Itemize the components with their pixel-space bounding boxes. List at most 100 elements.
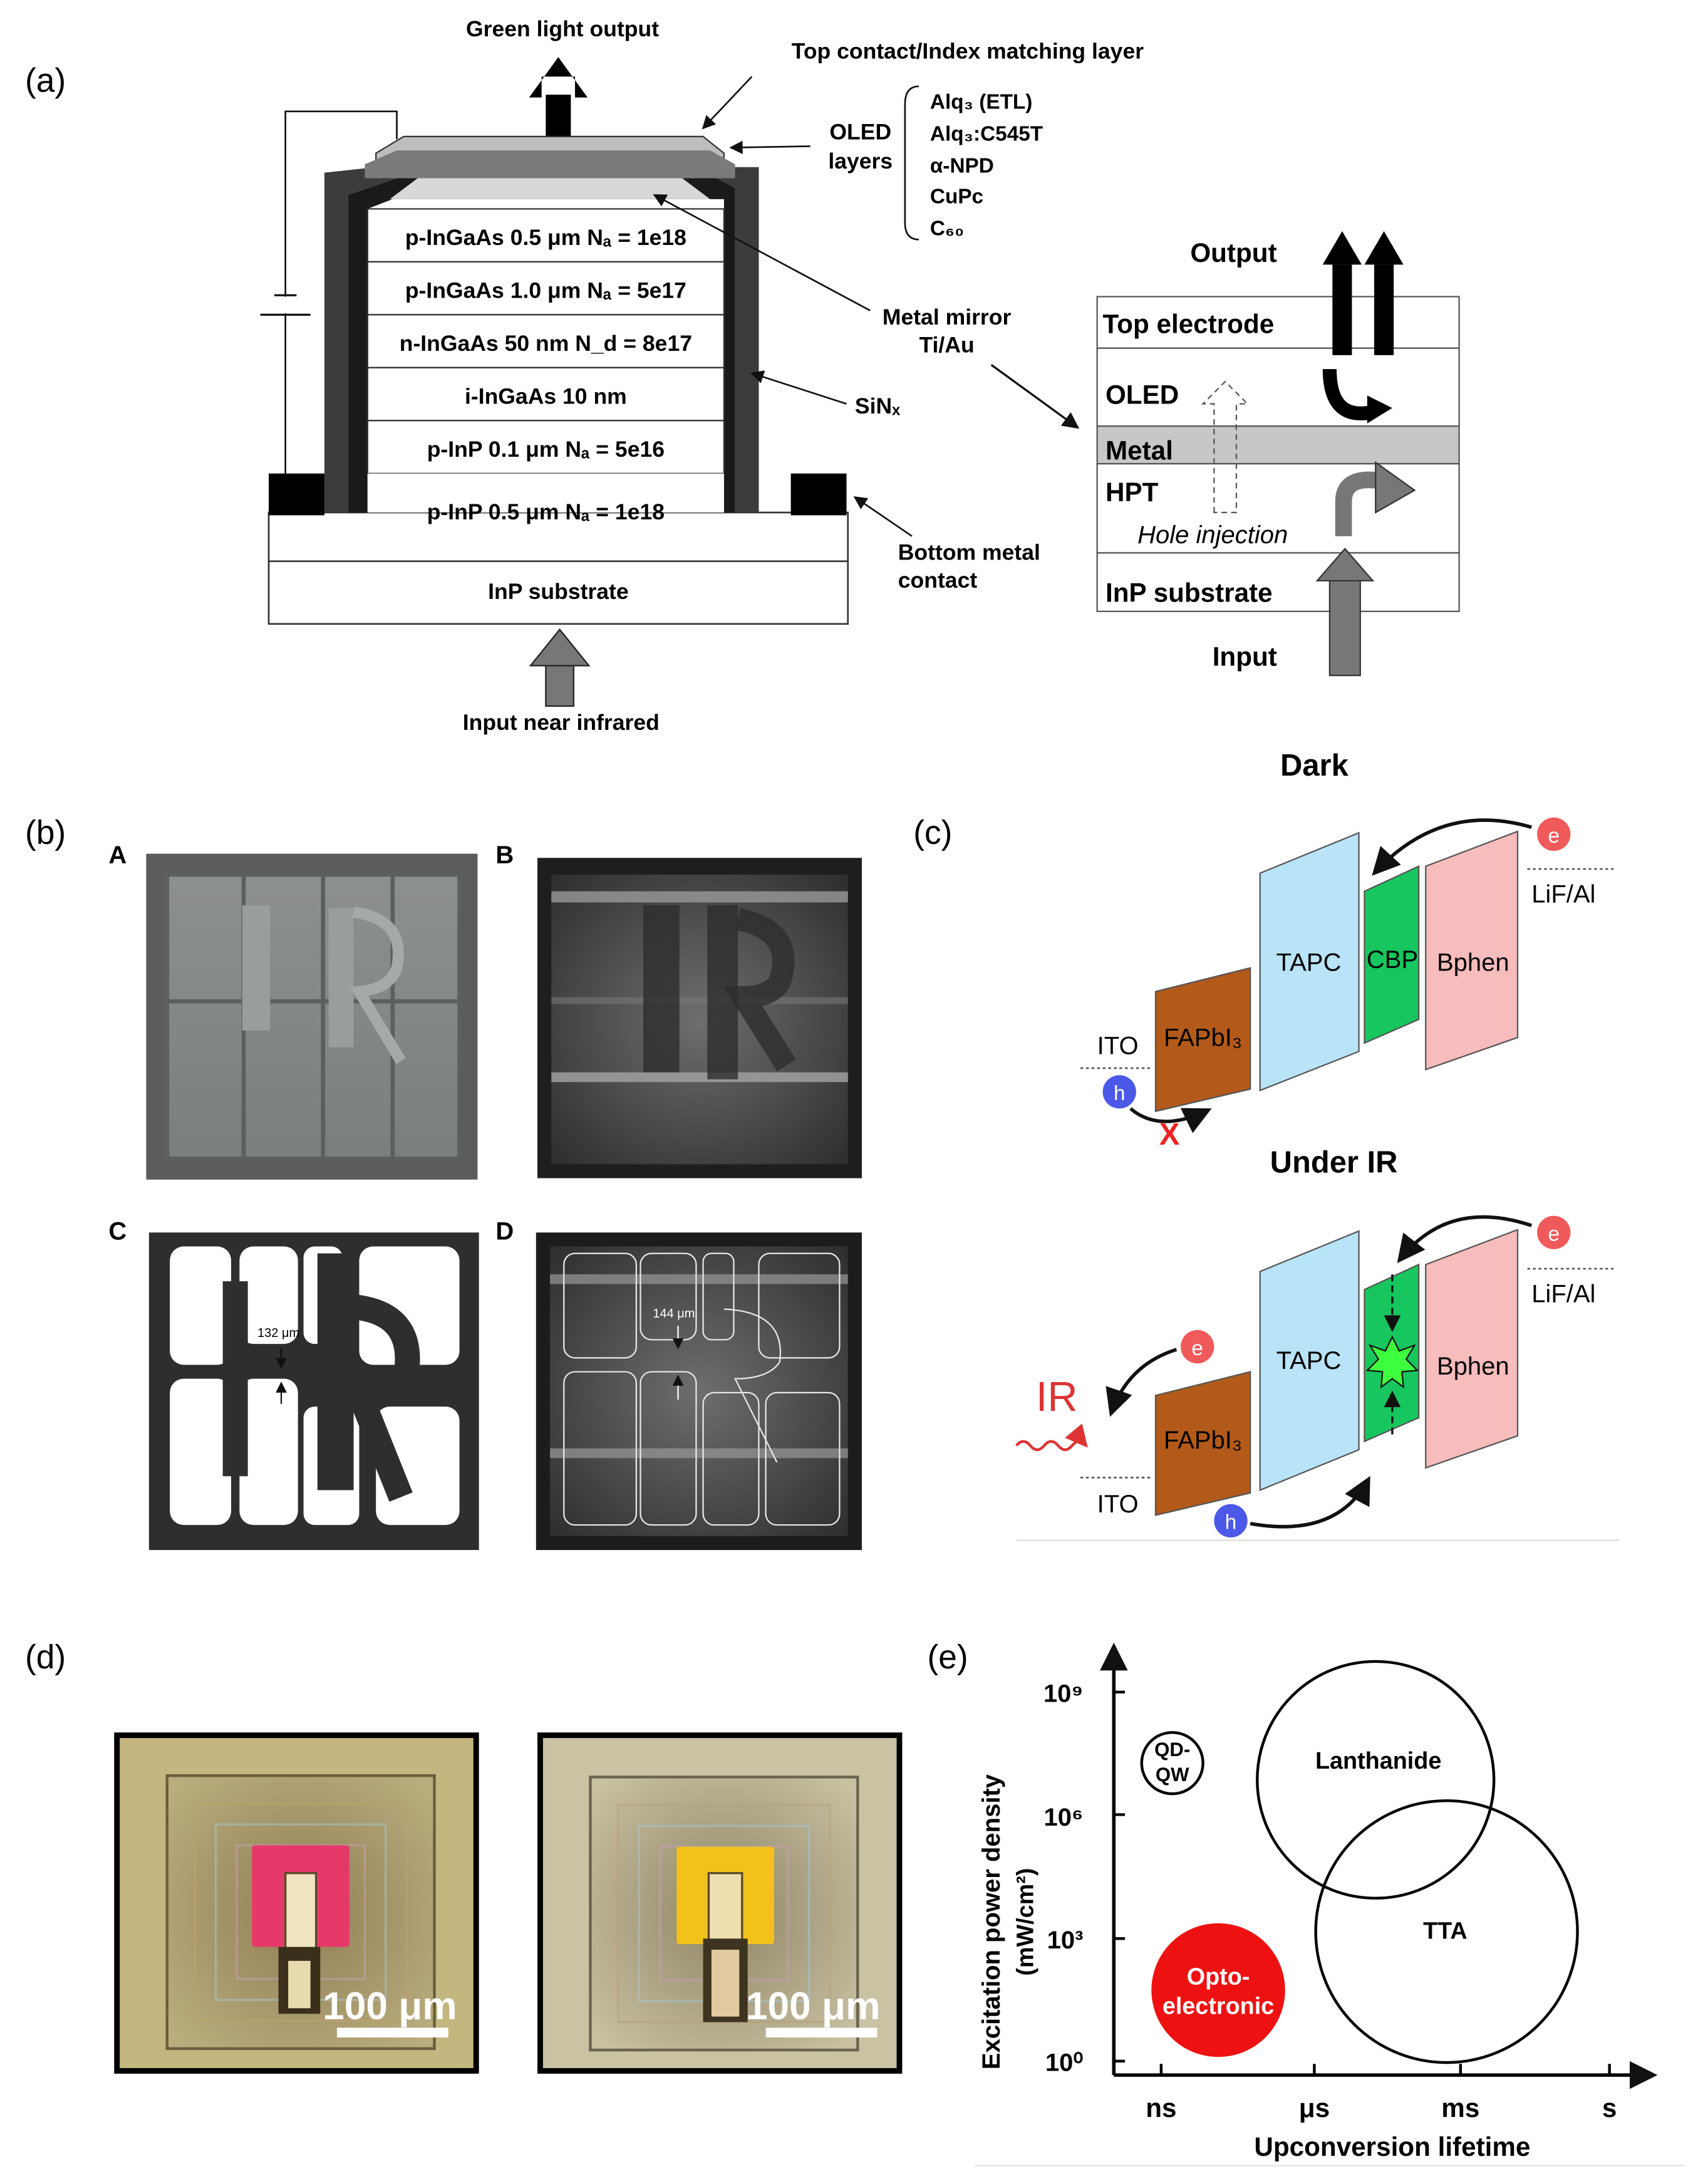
sub-label-c: C bbox=[108, 1217, 127, 1245]
tta-label: TTA bbox=[1423, 1918, 1468, 1944]
top-contact-arrow bbox=[702, 76, 753, 130]
panel-c: (c) Dark FAPbI₃ TAPC CBP Bphen ITO LiF/A… bbox=[913, 749, 1620, 1541]
bphen-label: Bphen bbox=[1437, 949, 1509, 976]
electron-icon bbox=[1537, 1215, 1571, 1249]
hole-icon bbox=[1102, 1075, 1136, 1109]
oled-arrow bbox=[729, 140, 810, 154]
electron-label: e bbox=[1548, 1223, 1560, 1246]
output-label: Output bbox=[1190, 238, 1276, 268]
oled-item: CuPc bbox=[930, 185, 983, 209]
substrate-box bbox=[267, 560, 849, 625]
left-contact bbox=[269, 473, 324, 516]
photo-electron-label: e bbox=[1191, 1337, 1203, 1360]
under-ir-title: Under IR bbox=[1270, 1146, 1398, 1180]
optoelectronic-label-2: electronic bbox=[1162, 1993, 1274, 2019]
micrograph-left bbox=[114, 1732, 479, 2074]
tta-circle bbox=[1314, 1799, 1579, 2064]
panel-label-e: (e) bbox=[927, 1639, 968, 1676]
top-electrode-label: Top electrode bbox=[1103, 309, 1275, 338]
output-arrow-icon bbox=[529, 57, 588, 98]
hpt-arrow-head-icon bbox=[1375, 460, 1416, 514]
metal-box-label: Metal bbox=[1105, 436, 1173, 465]
hpt-curved-arrow bbox=[1335, 471, 1380, 536]
input-arrow-shaft bbox=[1328, 577, 1361, 677]
lifal-label: LiF/Al bbox=[1531, 880, 1595, 908]
ito-label: ITO bbox=[1097, 1490, 1139, 1518]
hole-arrow bbox=[1129, 1107, 1212, 1133]
layer-label: p-InP 0.1 μm Nₐ = 5e16 bbox=[427, 437, 665, 462]
electron-arrow bbox=[1397, 1215, 1533, 1264]
y-tick-label: 10⁰ bbox=[1045, 2049, 1084, 2076]
optoelectronic-label: Opto- bbox=[1187, 1964, 1250, 1990]
blocked-x-icon: X bbox=[1159, 1118, 1180, 1152]
scale-bar bbox=[765, 2027, 878, 2038]
bottom-contact-label-2: contact bbox=[898, 568, 978, 593]
scale-bar bbox=[336, 2027, 448, 2038]
output-arrow-icon bbox=[1322, 231, 1362, 265]
layer-label: n-InGaAs 50 nm N_d = 8e17 bbox=[400, 331, 692, 356]
input-arrow-shaft bbox=[545, 663, 574, 707]
x-tick-label: ms bbox=[1441, 2093, 1479, 2123]
scale-bar-label: 100 μm bbox=[323, 1985, 457, 2028]
tapc-block bbox=[1259, 1230, 1360, 1492]
bphen-label: Bphen bbox=[1437, 1353, 1509, 1380]
panel-b: (b) A B C D bbox=[25, 814, 862, 1551]
photo-electron-icon bbox=[1181, 1329, 1214, 1364]
input-arrow-icon bbox=[529, 628, 591, 667]
tapc-label: TAPC bbox=[1276, 1347, 1342, 1375]
oled-label-2: layers bbox=[828, 148, 893, 174]
panel-label-c: (c) bbox=[913, 814, 952, 851]
top-contact-label: Top contact/Index matching layer bbox=[792, 38, 1144, 63]
x-tick-label: μs bbox=[1299, 2093, 1330, 2123]
metal-mirror-arrow bbox=[653, 194, 871, 311]
oled-item: Alq₃:C545T bbox=[930, 123, 1043, 146]
x-tick-label: ns bbox=[1146, 2093, 1176, 2123]
y-tick-label: 10⁶ bbox=[1043, 1804, 1083, 1831]
oled-item: C₆₀ bbox=[930, 217, 964, 241]
sub-label-a: A bbox=[108, 841, 127, 869]
metal-mirror-layer bbox=[390, 178, 710, 199]
oled-box-label: OLED bbox=[1105, 380, 1179, 410]
output-arrow-shaft bbox=[1374, 264, 1394, 355]
bottom-layer bbox=[267, 511, 849, 563]
oled-item: α-NPD bbox=[930, 155, 994, 178]
battery-gap bbox=[278, 296, 293, 314]
oled-layers bbox=[365, 150, 735, 179]
qdqw-label-2: QW bbox=[1156, 1764, 1189, 1786]
curved-arrow-head-icon bbox=[1367, 395, 1392, 424]
oled-brace bbox=[904, 85, 919, 241]
fapbi-label: FAPbI₃ bbox=[1164, 1427, 1242, 1454]
fapbi-block bbox=[1154, 1371, 1251, 1516]
electron-arrow bbox=[1372, 818, 1532, 876]
panel-label-d: (d) bbox=[25, 1639, 66, 1676]
ito-label: ITO bbox=[1097, 1032, 1139, 1060]
bottom-contact-label: Bottom metal bbox=[898, 540, 1040, 565]
panel-e: (e) 10⁹ 10⁶ 10³ 10⁰ ns μs ms s Upconvers… bbox=[927, 1639, 1685, 2166]
metal-mirror-label: Metal mirror bbox=[883, 304, 1012, 330]
sub-label-d: D bbox=[495, 1217, 514, 1245]
electron-icon bbox=[1537, 817, 1571, 851]
fapbi-label: FAPbI₃ bbox=[1164, 1024, 1242, 1051]
dark-title: Dark bbox=[1280, 749, 1349, 783]
bphen-block bbox=[1425, 830, 1519, 1071]
recombination-star-icon bbox=[1365, 1335, 1419, 1389]
green-light-output-label: Green light output bbox=[466, 16, 659, 41]
x-axis-label: Upconversion lifetime bbox=[1254, 2132, 1530, 2161]
qdqw-circle bbox=[1140, 1731, 1204, 1796]
tapc-block bbox=[1259, 831, 1360, 1092]
metal-mirror-label-2: Ti/Au bbox=[919, 332, 974, 357]
lanthanide-label: Lanthanide bbox=[1315, 1748, 1441, 1774]
output-arrow-shaft bbox=[1332, 264, 1352, 355]
curved-output-arrow bbox=[1322, 368, 1373, 420]
panel-label-a: (a) bbox=[25, 63, 66, 100]
sub-label-b: B bbox=[495, 841, 514, 869]
oled-item: Alq₃ (ETL) bbox=[930, 90, 1033, 113]
hpt-label: HPT bbox=[1105, 477, 1159, 507]
layer-label: p-InP 0.5 μm Nₐ = 1e18 bbox=[427, 499, 665, 524]
circuit-wire bbox=[284, 110, 398, 474]
hole-injection-label: Hole injection bbox=[1137, 521, 1288, 549]
layer-label: i-InGaAs 10 nm bbox=[465, 384, 627, 409]
sinx-arrow bbox=[750, 370, 847, 405]
